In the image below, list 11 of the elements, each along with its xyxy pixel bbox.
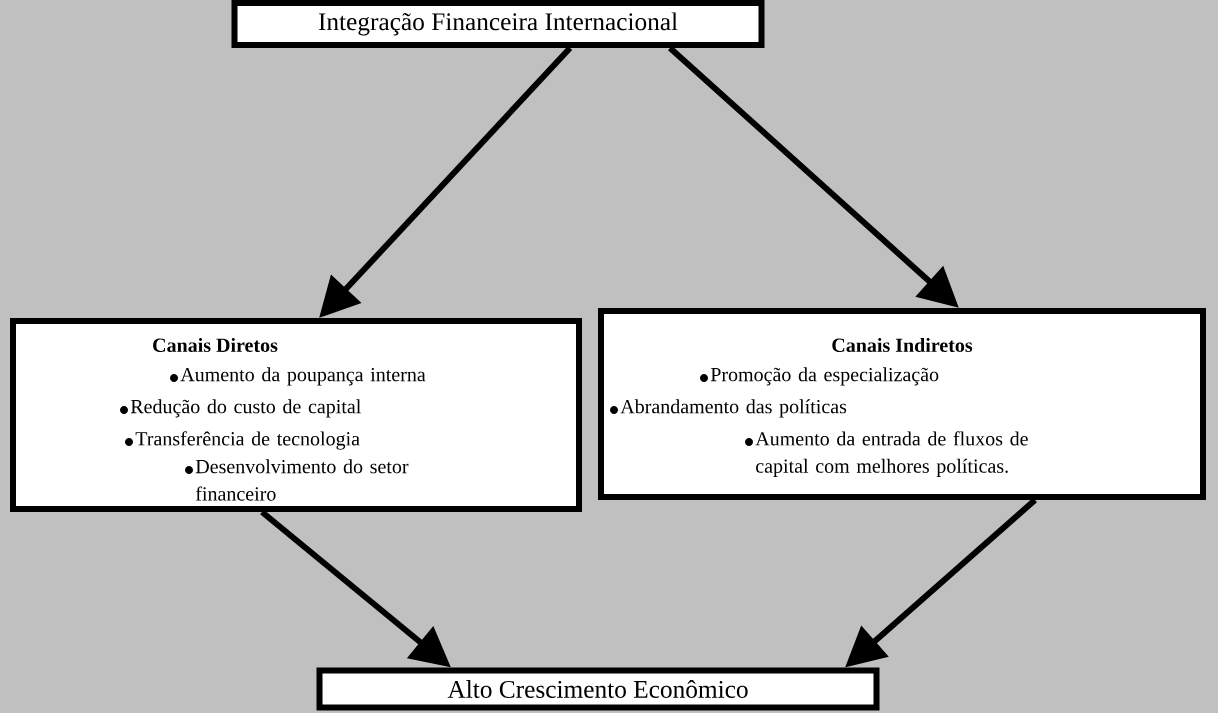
bullet-item: Aumento da entrada de fluxos de capital com melhores políticas. <box>745 431 1028 477</box>
bullet-item: Redução do custo de capital <box>120 399 361 418</box>
title-box: Integração Financeira Internacional <box>231 0 765 48</box>
bullet-item: Abrandamento das políticas <box>610 399 847 418</box>
box-heading: Canais Diretos <box>153 337 278 352</box>
box-heading: Canais Indiretos <box>832 337 973 352</box>
title-box: Alto Crescimento Econômico <box>316 667 880 711</box>
bullet-item: Promoção da especialização <box>700 367 939 386</box>
bullet-item: Transferência de tecnologia <box>125 431 360 450</box>
bullet-item: Aumento da poupança interna <box>170 367 426 386</box>
bullet-item: Desenvolvimento do setor financeiro <box>185 459 409 501</box>
